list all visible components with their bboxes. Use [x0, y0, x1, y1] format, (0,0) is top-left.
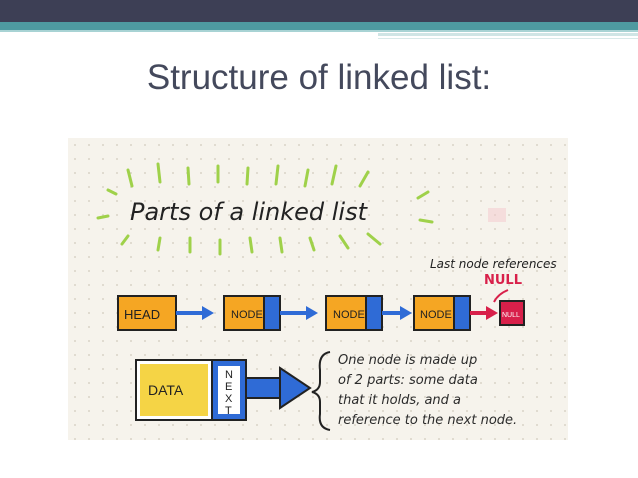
accent-line — [378, 33, 638, 36]
diagram-heading: Parts of a linked list — [130, 198, 369, 226]
node-label: NODE — [420, 309, 452, 321]
null-label: NULL — [502, 312, 520, 319]
node-next-part — [264, 296, 280, 330]
linked-list-diagram: Parts of a linked list Last node referen… — [68, 138, 568, 440]
next-letter: N — [225, 369, 233, 381]
node-label: HEAD — [124, 307, 160, 322]
description-line: of 2 parts: some data — [338, 373, 478, 388]
slide-title: Structure of linked list: — [0, 58, 638, 98]
null-note: NULL — [484, 273, 522, 288]
description-line: reference to the next node. — [338, 413, 517, 428]
next-arrow-shaft — [246, 378, 282, 398]
description-line: that it holds, and a — [338, 393, 461, 408]
teal-thin-band — [0, 30, 638, 32]
node-next-part — [366, 296, 382, 330]
data-part-label: DATA — [148, 382, 184, 398]
node-next-part — [454, 296, 470, 330]
next-letter: E — [225, 381, 232, 393]
accent-line-secondary — [378, 38, 638, 39]
node-label: NODE — [231, 309, 263, 321]
last-node-note: Last node references — [430, 257, 557, 271]
description-line: One node is made up — [338, 353, 477, 368]
node-label: NODE — [333, 309, 365, 321]
teal-band — [0, 22, 638, 30]
top-header-bar — [0, 0, 638, 22]
next-letter: T — [225, 405, 232, 417]
ghost-mark — [488, 208, 506, 222]
next-letter: X — [225, 393, 233, 405]
